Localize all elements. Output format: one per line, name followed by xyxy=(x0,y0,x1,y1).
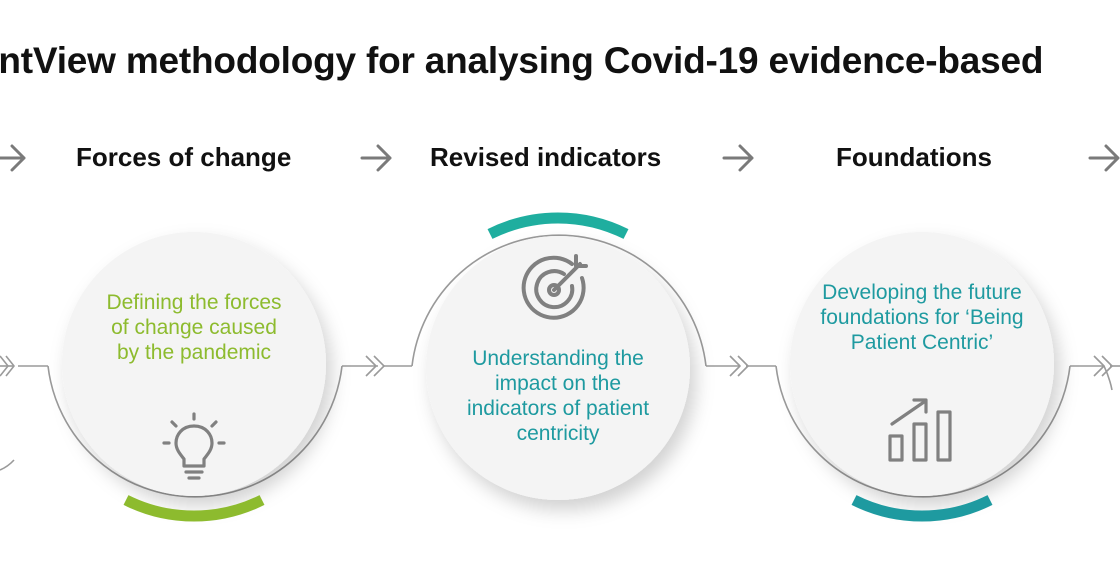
arrow-right-icon xyxy=(0,144,26,172)
step-description-forces: Defining the forces of change caused by … xyxy=(106,291,282,364)
step-heading-indicators: Revised indicators xyxy=(430,142,662,172)
outer-ring xyxy=(0,459,15,471)
double-chevron-icon xyxy=(0,355,15,377)
double-chevron-icon xyxy=(729,355,749,377)
accent-arc xyxy=(123,495,265,522)
outer-ring xyxy=(411,234,707,367)
lightbulb-icon xyxy=(162,412,226,480)
accent-arc xyxy=(851,495,993,522)
outer-ring xyxy=(775,365,1071,498)
growth-chart-icon xyxy=(888,398,952,462)
outer-ring xyxy=(47,365,343,498)
arrow-right-icon xyxy=(1088,144,1120,172)
step-circle xyxy=(426,236,690,500)
step-description-indicators: Understanding the impact on the indicato… xyxy=(466,347,650,445)
outer-ring xyxy=(1103,365,1113,391)
target-icon xyxy=(521,254,588,320)
step-description-foundations: Developing the future foundations for ‘B… xyxy=(820,281,1024,354)
accent-arc xyxy=(487,212,629,239)
diagram-title: entView methodology for analysing Covid-… xyxy=(0,40,1120,84)
step-heading-forces: Forces of change xyxy=(76,142,292,172)
double-chevron-icon xyxy=(365,355,385,377)
step-circle xyxy=(62,232,326,496)
title-text: entView methodology for analysing Covid-… xyxy=(0,40,1044,81)
arrow-right-icon xyxy=(360,144,392,172)
arrow-right-icon xyxy=(722,144,754,172)
step-circle xyxy=(790,232,1054,496)
step-heading-foundations: Foundations xyxy=(836,142,992,172)
